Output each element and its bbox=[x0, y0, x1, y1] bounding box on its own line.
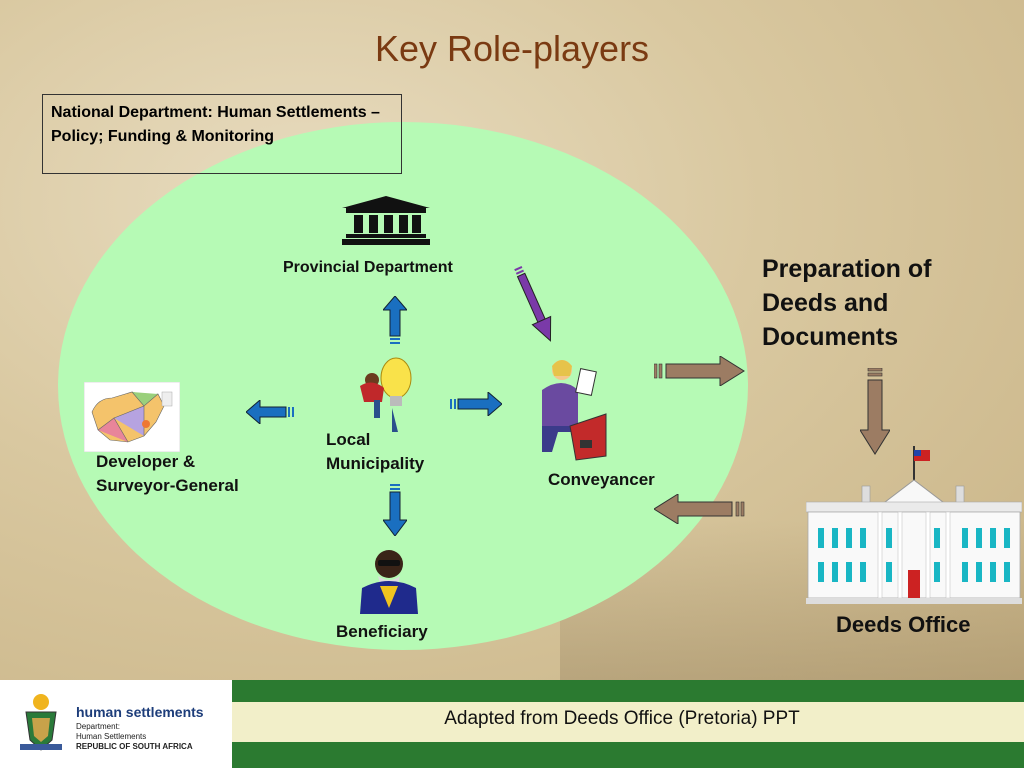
arrow-right-conveyancer bbox=[450, 392, 502, 416]
logo-sub-line1: Department: bbox=[76, 722, 121, 731]
conveyancer-label: Conveyancer bbox=[548, 470, 655, 489]
arrow-to-preparation bbox=[654, 356, 745, 386]
arrow-to-deeds-office bbox=[860, 368, 890, 455]
preparation-label: Preparation of Deeds and Documents bbox=[762, 255, 932, 351]
footer-credit: Adapted from Deeds Office (Pretoria) PPT bbox=[444, 708, 800, 729]
beneficiary-label: Beneficiary bbox=[336, 622, 428, 641]
arrow-left-developer bbox=[246, 400, 294, 424]
lightbulb-person-icon bbox=[360, 357, 412, 432]
beneficiary-person-icon bbox=[360, 550, 418, 614]
footer-bar-bottom bbox=[232, 742, 1024, 768]
local-municipality-label: Local Municipality bbox=[326, 430, 425, 473]
arrow-provincial-to-conveyancer bbox=[514, 266, 552, 342]
logo-sub-line2: Human Settlements bbox=[76, 732, 147, 741]
arrow-up-provincial bbox=[383, 296, 407, 344]
map-icon bbox=[84, 382, 180, 452]
logo-title: human settlements bbox=[76, 704, 204, 720]
deeds-office-building-icon bbox=[806, 446, 1022, 604]
logo-subtitle: Department: Human Settlements REPUBLIC O… bbox=[76, 722, 193, 752]
deeds-office-label: Deeds Office bbox=[836, 612, 971, 637]
provincial-department-label: Provincial Department bbox=[283, 259, 453, 276]
developer-surveyor-label: Developer & Surveyor-General bbox=[96, 452, 239, 495]
slide-title: Key Role-players bbox=[374, 28, 650, 69]
coat-of-arms-icon bbox=[20, 694, 62, 751]
conveyancer-person-icon bbox=[542, 360, 607, 461]
government-building-icon bbox=[342, 196, 430, 245]
arrow-to-conveyancer-return bbox=[654, 494, 745, 524]
logo-sub-line3: REPUBLIC OF SOUTH AFRICA bbox=[76, 742, 193, 751]
arrow-down-beneficiary bbox=[383, 484, 407, 536]
footer-bar-middle bbox=[232, 702, 1024, 742]
national-department-box: National Department: Human Settlements –… bbox=[42, 94, 402, 174]
footer-bar-top bbox=[232, 680, 1024, 702]
